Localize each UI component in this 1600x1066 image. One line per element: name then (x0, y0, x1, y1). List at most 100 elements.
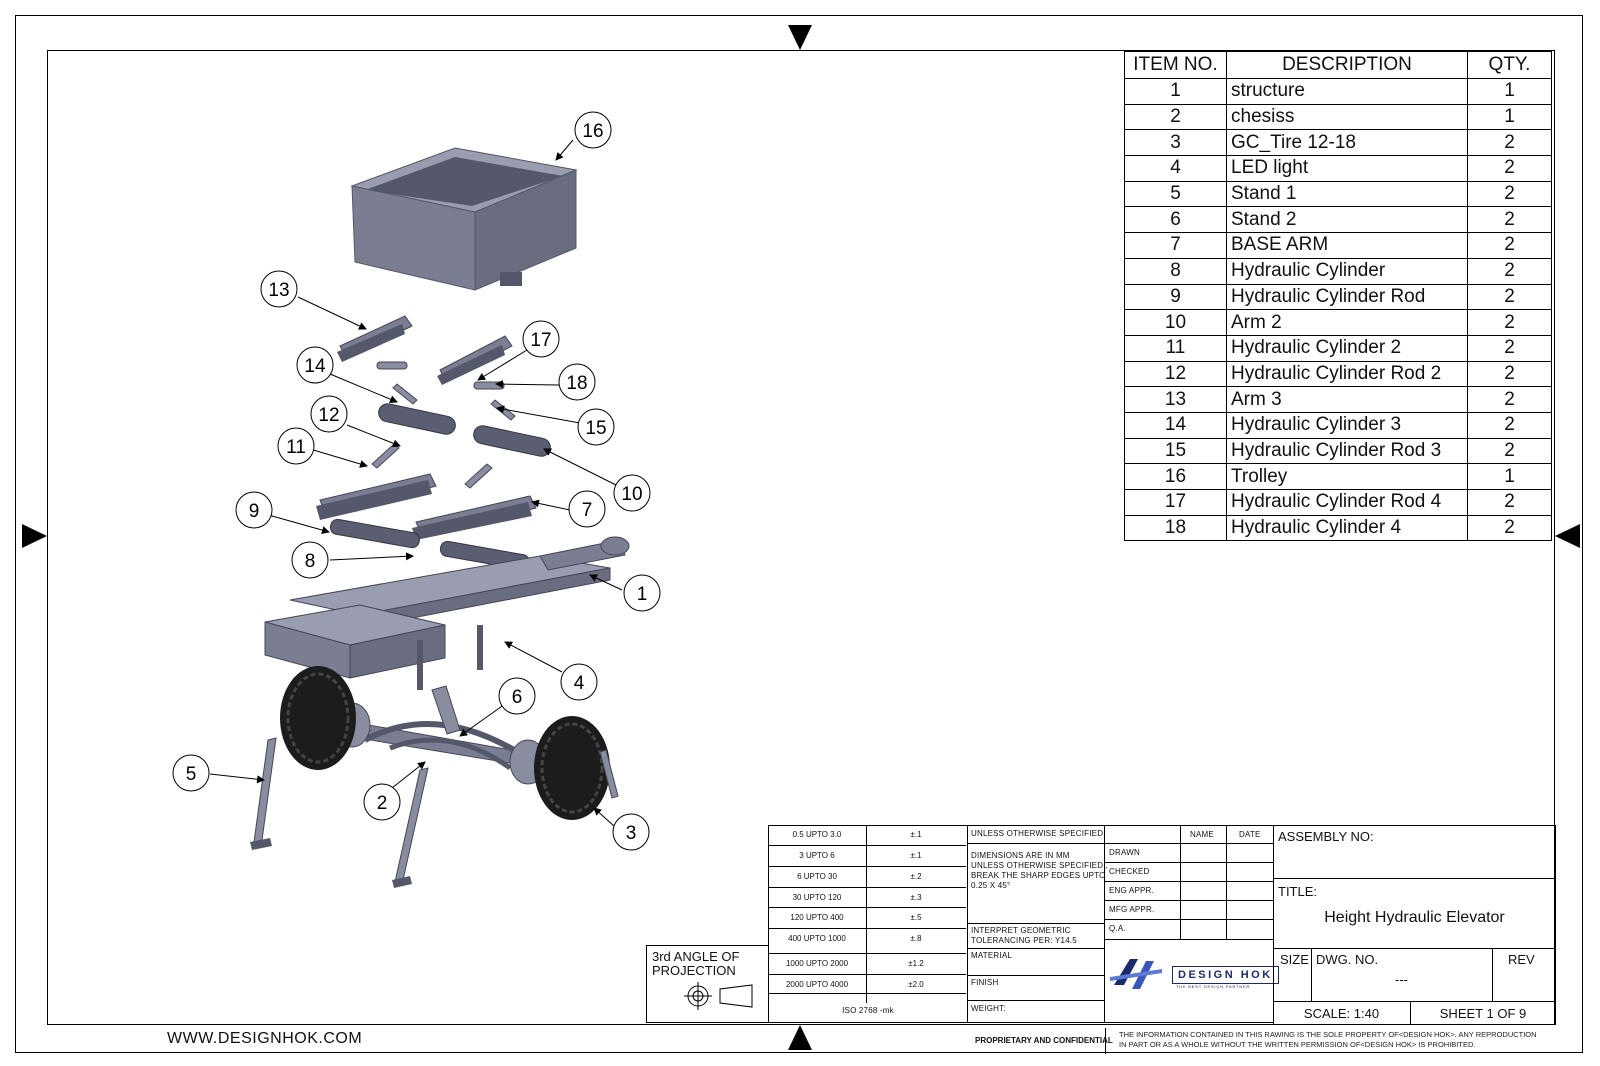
drawn-label: DRAWN (1109, 848, 1140, 857)
bom-description: Hydraulic Cylinder 2 (1226, 334, 1468, 362)
bom-qty: 2 (1467, 232, 1552, 259)
bom-item-no: 15 (1124, 437, 1227, 465)
bom-description: Arm 3 (1226, 386, 1468, 413)
bom-item-no: 6 (1124, 206, 1227, 234)
svg-text:10: 10 (621, 484, 642, 505)
bom-item-no: 13 (1124, 386, 1227, 413)
bom-item-no: 14 (1124, 411, 1227, 439)
bom-description: Stand 1 (1226, 180, 1468, 208)
bom-qty: 1 (1467, 78, 1552, 105)
cylinder-2-parts (371, 443, 493, 489)
bom-description: BASE ARM (1226, 232, 1468, 259)
tolerance-range: 400 UPTO 1000 (788, 934, 846, 943)
bom-header-row: ITEM NO. DESCRIPTION QTY. (1124, 51, 1552, 79)
bom-item-no: 12 (1124, 360, 1227, 388)
bom-item-no: 16 (1124, 463, 1227, 490)
arm-3-parts (337, 315, 513, 385)
finish-label: FINISH (971, 978, 999, 987)
balloon-2: 2 (363, 783, 401, 821)
proprietary-label: PROPRIETARY AND CONFIDENTIAL (975, 1036, 1113, 1045)
bom-item-no: 18 (1124, 514, 1227, 542)
weight-label: WEIGHT: (971, 1004, 1006, 1013)
balloon-3: 3 (612, 813, 650, 851)
geometric-note-1: INTERPRET GEOMETRIC (971, 926, 1071, 935)
balloon-4: 4 (560, 663, 598, 701)
confidentiality-notice: THE INFORMATION CONTAINED IN THIS RAWING… (1119, 1030, 1537, 1050)
bom-item-no: 10 (1124, 309, 1227, 336)
top-center-marker (788, 25, 812, 50)
tolerance-value: ±.5 (910, 913, 922, 922)
balloon-1: 1 (623, 574, 661, 612)
tolerance-row: 6 UPTO 30±.2 (768, 867, 966, 888)
bom-qty: 2 (1467, 514, 1552, 542)
bom-description: structure (1226, 78, 1468, 105)
svg-text:11: 11 (286, 437, 306, 458)
dimension-note-4: 0.25 X 45° (971, 881, 1011, 890)
tolerance-row: 2000 UPTO 4000±2.0 (768, 975, 966, 994)
svg-text:14: 14 (304, 356, 326, 377)
bom-description: Trolley (1226, 463, 1468, 490)
tolerance-range: 30 UPTO 120 (792, 893, 842, 902)
bom-qty: 1 (1467, 463, 1552, 490)
svg-text:13: 13 (268, 280, 289, 301)
bom-header-qty: QTY. (1467, 51, 1552, 79)
tolerance-value: ±.8 (910, 934, 922, 943)
bom-qty: 2 (1467, 129, 1552, 157)
bom-header-description: DESCRIPTION (1226, 51, 1468, 79)
bom-qty: 2 (1467, 411, 1552, 439)
drawing-title: Height Hydraulic Elevator (1324, 909, 1505, 926)
bom-description: Hydraulic Cylinder 3 (1226, 411, 1468, 439)
svg-text:3: 3 (626, 823, 637, 844)
drawing-border-outer (15, 15, 1583, 1053)
bom-qty: 2 (1467, 360, 1552, 388)
balloon-7: 7 (568, 490, 606, 528)
bom-header-item-no: ITEM NO. (1124, 51, 1227, 79)
bom-description: Hydraulic Cylinder Rod 4 (1226, 489, 1468, 516)
bom-item-no: 1 (1124, 78, 1227, 105)
balloon-15: 15 (577, 408, 615, 446)
bom-description: Hydraulic Cylinder 4 (1226, 514, 1468, 542)
bom-qty: 1 (1467, 103, 1552, 131)
title-label: TITLE: (1278, 884, 1318, 899)
leader-lines (209, 139, 623, 827)
balloon-11: 11 (277, 427, 315, 465)
balloon-14: 14 (296, 346, 334, 384)
bom-description: Hydraulic Cylinder Rod 2 (1226, 360, 1468, 388)
structure-part (264, 536, 630, 690)
tolerance-range: 0.5 UPTO 3.0 (792, 830, 842, 839)
svg-text:2: 2 (377, 793, 388, 814)
bom-qty: 2 (1467, 386, 1552, 413)
svg-text:18: 18 (566, 373, 587, 394)
tolerance-row: 3 UPTO 6±.1 (768, 846, 966, 867)
svg-text:15: 15 (585, 418, 606, 439)
geometric-tolerance-note: INTERPRET GEOMETRIC TOLERANCING PER: Y14… (971, 926, 1077, 946)
tire-parts (280, 666, 610, 820)
balloon-5: 5 (172, 754, 210, 792)
balloon-10: 10 (613, 474, 651, 512)
bom-qty: 2 (1467, 437, 1552, 465)
svg-text:6: 6 (512, 687, 523, 708)
balloon-8: 8 (291, 541, 329, 579)
tolerance-row: 30 UPTO 120±.3 (768, 888, 966, 908)
svg-text:17: 17 (530, 330, 551, 351)
tolerance-standard: ISO 2768 -mk (842, 1006, 894, 1015)
bom-description: chesiss (1226, 103, 1468, 131)
checked-label: CHECKED (1109, 867, 1150, 876)
svg-text:4: 4 (574, 673, 585, 694)
balloon-17: 17 (522, 320, 560, 358)
name-column-label: NAME (1190, 830, 1214, 839)
arm-2-parts (378, 403, 551, 457)
tolerance-range: 6 UPTO 30 (797, 872, 837, 881)
svg-text:5: 5 (186, 764, 197, 785)
bom-description: Arm 2 (1226, 309, 1468, 336)
projection-box (646, 945, 769, 1023)
